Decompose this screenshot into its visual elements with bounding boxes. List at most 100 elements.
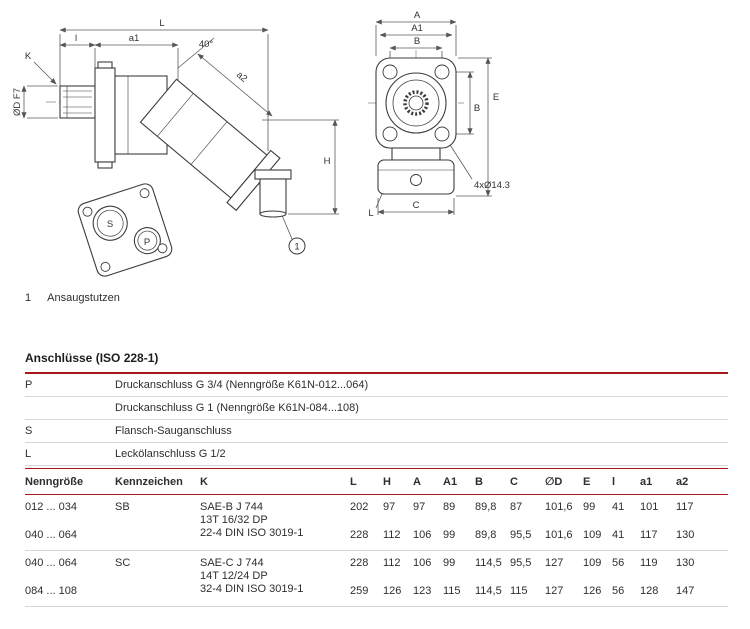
- dim-value-cell: 101,6: [545, 501, 573, 513]
- dim-value-cell: 147: [676, 578, 728, 607]
- dim-value-cell: 112: [383, 522, 413, 551]
- dim-value-cell: 41: [612, 501, 625, 513]
- connections-title: Anschlüsse (ISO 228-1): [25, 351, 159, 365]
- header-kennzeichen: Kennzeichen: [115, 468, 200, 495]
- dim-value-cell: 123: [413, 578, 443, 607]
- dim-label-E: E: [493, 92, 499, 103]
- dim-value-cell: 97: [383, 501, 396, 513]
- connection-key: S: [25, 419, 115, 443]
- dim-value-cell: 115: [510, 578, 545, 607]
- connection-key: [25, 396, 115, 420]
- dim-value-cell: 127: [545, 578, 583, 607]
- header-a2: a2: [676, 468, 728, 495]
- connection-row: L Leckölanschluss G 1/2: [25, 442, 728, 466]
- header-A: A: [413, 468, 443, 495]
- dim-value-cell: 109: [583, 557, 602, 569]
- header-C: C: [510, 468, 545, 495]
- port-label-P: P: [144, 237, 150, 248]
- header-l: l: [612, 468, 640, 495]
- k-cell: SAE-B J 744 13T 16/32 DP 22-4 DIN ISO 30…: [200, 494, 350, 551]
- front-view-drawing: A A1 B B E 4xØ14.3 C L: [368, 10, 510, 219]
- dim-value-cell: 114,5: [475, 557, 502, 569]
- dim-label-L: L: [159, 18, 164, 29]
- dim-table-row: 040 ... 064 SC SAE-C J 744 14T 12/24 DP …: [25, 550, 728, 607]
- dimensions-section: Nenngröße Kennzeichen K L H A A1 B C ∅D …: [25, 468, 728, 607]
- connection-row: S Flansch-Sauganschluss: [25, 419, 728, 443]
- dim-value-cell: 99: [443, 522, 475, 551]
- dim-label-shaft-dia: ØD F7: [12, 88, 23, 116]
- dim-value-cell: 228: [350, 557, 369, 569]
- header-L: L: [350, 468, 383, 495]
- dim-label-B-side: B: [474, 103, 480, 114]
- dim-value-cell: 56: [612, 578, 640, 607]
- dim-value-cell: 117: [676, 501, 694, 513]
- dim-value-cell: 41: [612, 522, 640, 551]
- dim-value-cell: 99: [583, 501, 596, 513]
- k-line: 14T 12/24 DP: [200, 570, 268, 582]
- header-a1: a1: [640, 468, 676, 495]
- header-D: ∅D: [545, 468, 583, 495]
- dim-value-cell: 119: [640, 557, 658, 569]
- dim-label-L-front: L: [368, 208, 373, 219]
- connection-description: Flansch-Sauganschluss: [115, 419, 728, 443]
- dim-value-cell: 115: [443, 578, 475, 607]
- dim-value-cell: 126: [383, 578, 413, 607]
- dim-label-a1: a1: [129, 33, 140, 44]
- k-cell: SAE-C J 744 14T 12/24 DP 32-4 DIN ISO 30…: [200, 550, 350, 607]
- dim-value-cell: 130: [676, 522, 728, 551]
- dim-value-cell: 127: [545, 557, 564, 569]
- dim-label-l: l: [75, 33, 77, 44]
- dim-label-B-top: B: [414, 36, 420, 47]
- connection-row: P Druckanschluss G 3/4 (Nenngröße K61N-0…: [25, 373, 728, 397]
- dim-value-cell: 112: [383, 557, 401, 569]
- side-view-drawing: L l a1 40° K ØD F7 a2 H 1 S P: [12, 18, 339, 277]
- dim-value-cell: 87: [510, 501, 523, 513]
- dim-value-cell: 89,8: [475, 501, 497, 513]
- port-label-S: S: [107, 219, 113, 230]
- dim-value-cell: 202: [350, 501, 369, 513]
- header-K: K: [200, 468, 350, 495]
- dim-value-cell: 101: [640, 501, 659, 513]
- dim-value-cell: 114,5: [475, 578, 510, 607]
- k-line: 32-4 DIN ISO 3019-1: [200, 583, 304, 595]
- dim-label-K: K: [25, 51, 32, 62]
- legend-label: Ansaugstutzen: [47, 292, 120, 304]
- callout-1-label: 1: [294, 242, 299, 253]
- dim-table-row: 084 ... 108 259 126 123 115 114,5 115 12…: [25, 578, 728, 607]
- kennzeichen-cell: SC: [115, 550, 200, 607]
- connection-key: P: [25, 373, 115, 397]
- port-flange-view: [77, 183, 173, 277]
- dim-label-A1: A1: [411, 23, 423, 34]
- dim-value-cell: 109: [583, 522, 612, 551]
- callout-1-circle: [288, 237, 306, 255]
- kennzeichen-cell: SB: [115, 494, 200, 551]
- dim-value-cell: 89,8: [475, 522, 510, 551]
- dim-value-cell: 56: [612, 557, 625, 569]
- dim-value-cell: 128: [640, 578, 676, 607]
- header-B: B: [475, 468, 510, 495]
- connection-description: Druckanschluss G 3/4 (Nenngröße K61N-012…: [115, 373, 728, 397]
- k-line: SAE-C J 744: [200, 557, 264, 569]
- header-nenngroesse: Nenngröße: [25, 468, 115, 495]
- dim-value-cell: 228: [350, 522, 383, 551]
- dim-label-A: A: [414, 10, 421, 21]
- motor-body-outline: [59, 61, 292, 218]
- side-view-dimension-lines: [21, 27, 339, 240]
- dim-value-cell: 117: [640, 522, 676, 551]
- connection-row: Druckanschluss G 1 (Nenngröße K61N-084..…: [25, 396, 728, 420]
- dim-value-cell: 106: [413, 557, 432, 569]
- nenngroesse-cell: 084 ... 108: [25, 578, 115, 607]
- connections-table: P Druckanschluss G 3/4 (Nenngröße K61N-0…: [25, 372, 728, 466]
- dim-table-row: 012 ... 034 SB SAE-B J 744 13T 16/32 DP …: [25, 494, 728, 551]
- nenngroesse-cell: 040 ... 064: [25, 557, 77, 569]
- dim-value-cell: 95,5: [510, 557, 532, 569]
- dim-value-cell: 95,5: [510, 522, 545, 551]
- k-line: SAE-B J 744: [200, 501, 263, 513]
- dimensions-table: Nenngröße Kennzeichen K L H A A1 B C ∅D …: [25, 468, 728, 607]
- dim-label-bolts: 4xØ14.3: [474, 180, 510, 191]
- dim-label-H: H: [324, 156, 331, 167]
- connection-description: Druckanschluss G 1 (Nenngröße K61N-084..…: [115, 396, 728, 420]
- connection-description: Leckölanschluss G 1/2: [115, 442, 728, 466]
- dim-value-cell: 99: [443, 557, 456, 569]
